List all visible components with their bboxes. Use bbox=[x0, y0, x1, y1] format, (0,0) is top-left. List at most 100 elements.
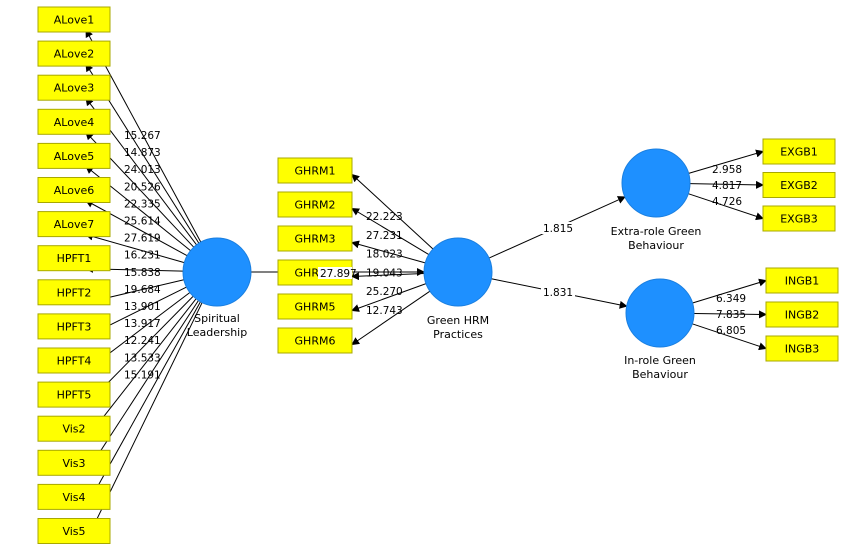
outer-weight-alove6: 22.335 bbox=[124, 198, 161, 210]
indicator-label: INGB1 bbox=[785, 275, 820, 288]
indicator-ingb1[interactable]: INGB1 bbox=[765, 267, 839, 294]
indicator-label: ALove7 bbox=[54, 218, 94, 231]
indicator-box bbox=[37, 449, 111, 476]
indicator-alove1[interactable]: ALove1 bbox=[37, 6, 111, 33]
indicator-box bbox=[277, 293, 353, 320]
indicator-ingb2[interactable]: INGB2 bbox=[765, 301, 839, 328]
indicator-hpft4[interactable]: HPFT4 bbox=[37, 347, 111, 374]
indicator-vis5[interactable]: Vis5 bbox=[37, 518, 111, 544]
indicator-ghrm5[interactable]: GHRM5 bbox=[277, 293, 353, 320]
indicator-label: GHRM6 bbox=[295, 335, 336, 348]
indicator-hpft2[interactable]: HPFT2 bbox=[37, 279, 111, 306]
outer-edge-ingb3 bbox=[692, 323, 767, 351]
latent-label: Extra-role Green bbox=[611, 225, 702, 238]
indicator-vis4[interactable]: Vis4 bbox=[37, 483, 111, 510]
indicator-label: HPFT5 bbox=[57, 389, 92, 402]
indicator-alove4[interactable]: ALove4 bbox=[37, 108, 111, 135]
indicator-ingb3[interactable]: INGB3 bbox=[765, 335, 839, 362]
indicator-box bbox=[37, 108, 111, 135]
latent-circle bbox=[625, 278, 695, 348]
indicator-label: Vis5 bbox=[62, 525, 85, 538]
indicator-label: GHRM3 bbox=[295, 233, 336, 246]
outer-edge-alove6 bbox=[85, 200, 188, 257]
indicators-layer: ALove1ALove2ALove3ALove4ALove5ALove6ALov… bbox=[37, 6, 839, 544]
indicator-exgb3[interactable]: EXGB3 bbox=[762, 205, 836, 232]
path-label-bg bbox=[541, 222, 575, 234]
latent-label: Green HRM bbox=[427, 314, 489, 327]
indicator-label: HPFT1 bbox=[57, 252, 92, 265]
indicator-alove2[interactable]: ALove2 bbox=[37, 40, 111, 67]
indicator-box bbox=[37, 177, 111, 203]
indicator-box bbox=[762, 172, 836, 198]
indicator-hpft3[interactable]: HPFT3 bbox=[37, 313, 111, 340]
outer-weight-vis4: 13.533 bbox=[124, 352, 161, 364]
outer-weight-alove5: 20.526 bbox=[124, 181, 161, 193]
indicator-label: HPFT2 bbox=[57, 286, 92, 299]
outer-weight-vis5: 15.191 bbox=[124, 369, 161, 381]
indicator-alove5[interactable]: ALove5 bbox=[37, 142, 111, 169]
outer-edge-ingb1 bbox=[692, 278, 767, 304]
indicator-hpft5[interactable]: HPFT5 bbox=[37, 381, 111, 408]
indicator-box bbox=[277, 191, 353, 218]
indicator-alove6[interactable]: ALove6 bbox=[37, 177, 111, 203]
indicator-alove7[interactable]: ALove7 bbox=[37, 211, 111, 238]
indicator-ghrm2[interactable]: GHRM2 bbox=[277, 191, 353, 218]
indicator-label: EXGB3 bbox=[780, 213, 818, 226]
outer-weight-ghrm5: 25.270 bbox=[366, 286, 403, 298]
indicator-exgb1[interactable]: EXGB1 bbox=[762, 138, 836, 165]
indicator-ghrm1[interactable]: GHRM1 bbox=[277, 157, 353, 184]
indicator-ghrm3[interactable]: GHRM3 bbox=[277, 225, 353, 252]
latent-label: Practices bbox=[433, 328, 483, 341]
indicator-box bbox=[37, 6, 111, 33]
indicator-box bbox=[37, 211, 111, 238]
indicator-label: ALove3 bbox=[54, 82, 94, 95]
indicator-label: HPFT4 bbox=[57, 355, 92, 368]
indicator-ghrm6[interactable]: GHRM6 bbox=[277, 327, 353, 354]
indicator-label: Vis3 bbox=[62, 457, 85, 470]
indicator-exgb2[interactable]: EXGB2 bbox=[762, 172, 836, 198]
indicator-box bbox=[37, 142, 111, 169]
indicator-box bbox=[37, 347, 111, 374]
outer-weight-ingb2: 7.835 bbox=[716, 309, 746, 321]
indicator-label: ALove2 bbox=[54, 48, 94, 61]
indicator-label: GHRM5 bbox=[295, 301, 336, 314]
outer-weight-ghrm2: 27.231 bbox=[366, 230, 403, 242]
indicator-box bbox=[765, 301, 839, 328]
indicator-vis2[interactable]: Vis2 bbox=[37, 415, 111, 442]
latent-label: Behaviour bbox=[628, 239, 684, 252]
path-coefficient-ghrm-in: 1.831 bbox=[543, 287, 573, 299]
indicator-label: ALove6 bbox=[54, 184, 94, 197]
outer-edge-ghrm2 bbox=[351, 207, 430, 255]
outer-weight-ghrm3: 18.023 bbox=[366, 249, 403, 261]
outer-weight-exgb3: 4.726 bbox=[712, 196, 742, 208]
outer-edge-alove7 bbox=[85, 232, 185, 264]
outer-weight-ingb3: 6.805 bbox=[716, 325, 746, 337]
indicator-box bbox=[37, 415, 111, 442]
indicator-label: GHRM2 bbox=[295, 199, 336, 212]
indicator-box bbox=[37, 313, 111, 340]
indicator-box bbox=[37, 245, 111, 272]
outer-edge-ghrm3 bbox=[351, 240, 426, 264]
indicator-box bbox=[277, 327, 353, 354]
indicator-box bbox=[765, 335, 839, 362]
indicator-vis3[interactable]: Vis3 bbox=[37, 449, 111, 476]
indicator-box bbox=[277, 225, 353, 252]
outer-edge-ghrm1 bbox=[351, 173, 434, 250]
outer-weight-alove2: 15.267 bbox=[124, 130, 161, 142]
indicator-box bbox=[37, 279, 111, 306]
indicator-label: ALove5 bbox=[54, 150, 94, 163]
latent-label: Leadership bbox=[187, 326, 247, 339]
indicator-label: INGB2 bbox=[785, 309, 820, 322]
path-coefficient-sl-ghrm: 27.897 bbox=[320, 268, 357, 280]
indicator-box bbox=[37, 74, 111, 101]
indicator-hpft1[interactable]: HPFT1 bbox=[37, 245, 111, 272]
indicator-label: HPFT3 bbox=[57, 320, 92, 333]
indicator-label: Vis4 bbox=[62, 491, 85, 504]
indicator-box bbox=[277, 157, 353, 184]
indicator-alove3[interactable]: ALove3 bbox=[37, 74, 111, 101]
